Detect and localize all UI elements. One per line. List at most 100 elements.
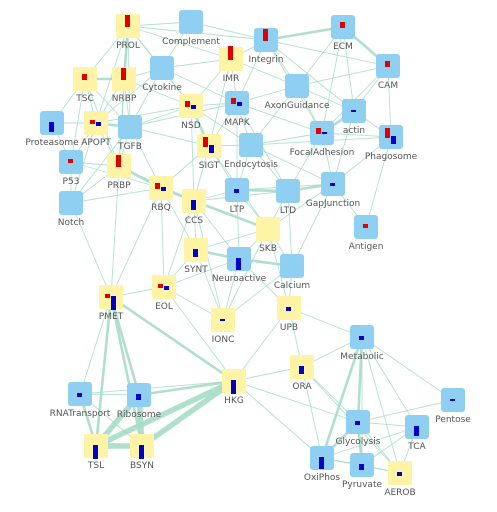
node-Pentose[interactable]: Pentose bbox=[435, 388, 471, 425]
node-OxiPhos[interactable]: OxiPhos bbox=[304, 446, 341, 483]
node-GapJunction[interactable]: GapJunction bbox=[306, 172, 360, 209]
node-P53[interactable]: P53 bbox=[59, 150, 83, 187]
node-label: TCA bbox=[407, 442, 426, 452]
node-actin[interactable]: actin bbox=[342, 99, 366, 136]
up-bar bbox=[385, 128, 390, 138]
node-box bbox=[150, 56, 174, 80]
node-AxonGuidance[interactable]: AxonGuidance bbox=[264, 74, 330, 111]
node-label: SKB bbox=[259, 244, 277, 254]
node-AEROB[interactable]: AEROB bbox=[384, 461, 416, 498]
node-SKB[interactable]: SKB bbox=[256, 217, 280, 254]
node-IONC[interactable]: IONC bbox=[211, 308, 235, 345]
edge-SKB-UPB bbox=[267, 228, 290, 309]
edge-TCA-OxiPhos bbox=[321, 426, 418, 459]
node-label: Calcium bbox=[274, 281, 310, 291]
node-BSYN[interactable]: BSYN bbox=[130, 434, 154, 471]
down-bar bbox=[139, 445, 144, 459]
edge-Notch-PMET bbox=[70, 202, 112, 298]
edge-Phagosome-Antigen bbox=[365, 136, 392, 228]
node-label: SYNT bbox=[184, 265, 208, 275]
edge-ORA-OxiPhos bbox=[301, 366, 323, 459]
node-TGFB[interactable]: TGFB bbox=[117, 115, 142, 152]
node-Calcium[interactable]: Calcium bbox=[274, 254, 310, 291]
edge-HKG-OxiPhos bbox=[233, 380, 323, 459]
down-bar bbox=[136, 394, 141, 400]
edge-PMET-BSYN bbox=[109, 295, 144, 448]
down-bar bbox=[164, 286, 169, 290]
node-APOPT[interactable]: APOPT bbox=[81, 111, 111, 148]
node-Complement[interactable]: Complement bbox=[162, 10, 220, 47]
node-label: GapJunction bbox=[306, 199, 360, 209]
up-bar bbox=[263, 29, 268, 41]
down-bar bbox=[319, 457, 324, 469]
edge-Metabolic-AEROB bbox=[361, 336, 401, 474]
down-bar bbox=[450, 399, 455, 401]
node-ECM[interactable]: ECM bbox=[331, 15, 355, 52]
up-bar bbox=[385, 61, 390, 67]
node-label: IMR bbox=[223, 74, 240, 84]
node-Integrin[interactable]: Integrin bbox=[248, 28, 284, 65]
node-NRBP[interactable]: NRBP bbox=[112, 67, 137, 104]
node-PROL[interactable]: PROL bbox=[116, 14, 140, 51]
down-bar bbox=[236, 258, 241, 270]
down-bar bbox=[96, 122, 101, 126]
node-UPB[interactable]: UPB bbox=[277, 296, 301, 333]
node-Glycolysis[interactable]: Glycolysis bbox=[336, 410, 381, 447]
node-LTD[interactable]: LTD bbox=[276, 179, 300, 216]
node-CCS[interactable]: CCS bbox=[182, 189, 206, 226]
node-label: FocalAdhesion bbox=[290, 148, 355, 158]
node-HKG[interactable]: HKG bbox=[222, 369, 246, 406]
edge-Glycolysis-Pentose bbox=[357, 399, 454, 423]
node-TSC[interactable]: TSC bbox=[73, 67, 97, 104]
node-label: PMET bbox=[99, 312, 124, 322]
node-label: NSD bbox=[181, 121, 200, 131]
node-label: Integrin bbox=[248, 55, 283, 65]
edge-Metabolic-Glycolysis bbox=[356, 335, 364, 424]
node-ORA[interactable]: ORA bbox=[290, 355, 314, 392]
node-Notch[interactable]: Notch bbox=[58, 191, 84, 228]
node-Metabolic[interactable]: Metabolic bbox=[340, 325, 384, 362]
node-Proteasome[interactable]: Proteasome bbox=[25, 111, 79, 148]
node-label: PRBP bbox=[107, 181, 131, 191]
node-PRBP[interactable]: PRBP bbox=[107, 154, 131, 191]
node-NSD[interactable]: NSD bbox=[179, 94, 203, 131]
node-SIGT[interactable]: SIGT bbox=[197, 134, 221, 171]
down-bar bbox=[351, 110, 356, 112]
node-label: Ribosome bbox=[117, 410, 162, 420]
node-Cytokine[interactable]: Cytokine bbox=[142, 56, 182, 93]
node-label: Pyruvate bbox=[342, 480, 383, 490]
node-label: LTP bbox=[230, 205, 245, 215]
node-TCA[interactable]: TCA bbox=[405, 415, 429, 452]
node-RNATransport[interactable]: RNATransport bbox=[50, 382, 111, 419]
node-FocalAdhesion[interactable]: FocalAdhesion bbox=[290, 121, 355, 158]
node-IMR[interactable]: IMR bbox=[219, 46, 243, 84]
node-label: P53 bbox=[63, 177, 80, 187]
node-LTP[interactable]: LTP bbox=[225, 178, 249, 215]
node-CAM[interactable]: CAM bbox=[376, 54, 400, 91]
node-label: actin bbox=[343, 126, 365, 136]
node-SYNT[interactable]: SYNT bbox=[184, 238, 208, 275]
edge-MAPK-FocalAdhesion bbox=[236, 102, 323, 134]
node-Antigen[interactable]: Antigen bbox=[349, 215, 384, 252]
up-bar bbox=[316, 128, 321, 134]
edge-ECM-actin bbox=[342, 26, 355, 112]
node-label: HKG bbox=[224, 396, 244, 406]
node-box bbox=[59, 191, 83, 215]
down-bar bbox=[111, 296, 116, 310]
node-Ribosome[interactable]: Ribosome bbox=[117, 383, 162, 420]
node-Neuroactive[interactable]: Neuroactive bbox=[212, 247, 267, 284]
edge-EOL-HKG bbox=[163, 286, 235, 382]
up-bar bbox=[185, 101, 190, 107]
up-bar bbox=[228, 46, 233, 60]
node-PMET[interactable]: PMET bbox=[99, 285, 124, 322]
node-Endocytosis[interactable]: Endocytosis bbox=[224, 133, 278, 170]
node-EOL[interactable]: EOL bbox=[152, 275, 176, 312]
node-Phagosome[interactable]: Phagosome bbox=[365, 125, 418, 162]
node-MAPK[interactable]: MAPK bbox=[224, 91, 251, 128]
node-RBQ[interactable]: RBQ bbox=[149, 176, 173, 213]
edge-Integrin-CAM bbox=[265, 39, 389, 67]
node-TSL[interactable]: TSL bbox=[84, 434, 108, 471]
node-label: AxonGuidance bbox=[264, 101, 329, 111]
node-Pyruvate[interactable]: Pyruvate bbox=[342, 453, 383, 490]
